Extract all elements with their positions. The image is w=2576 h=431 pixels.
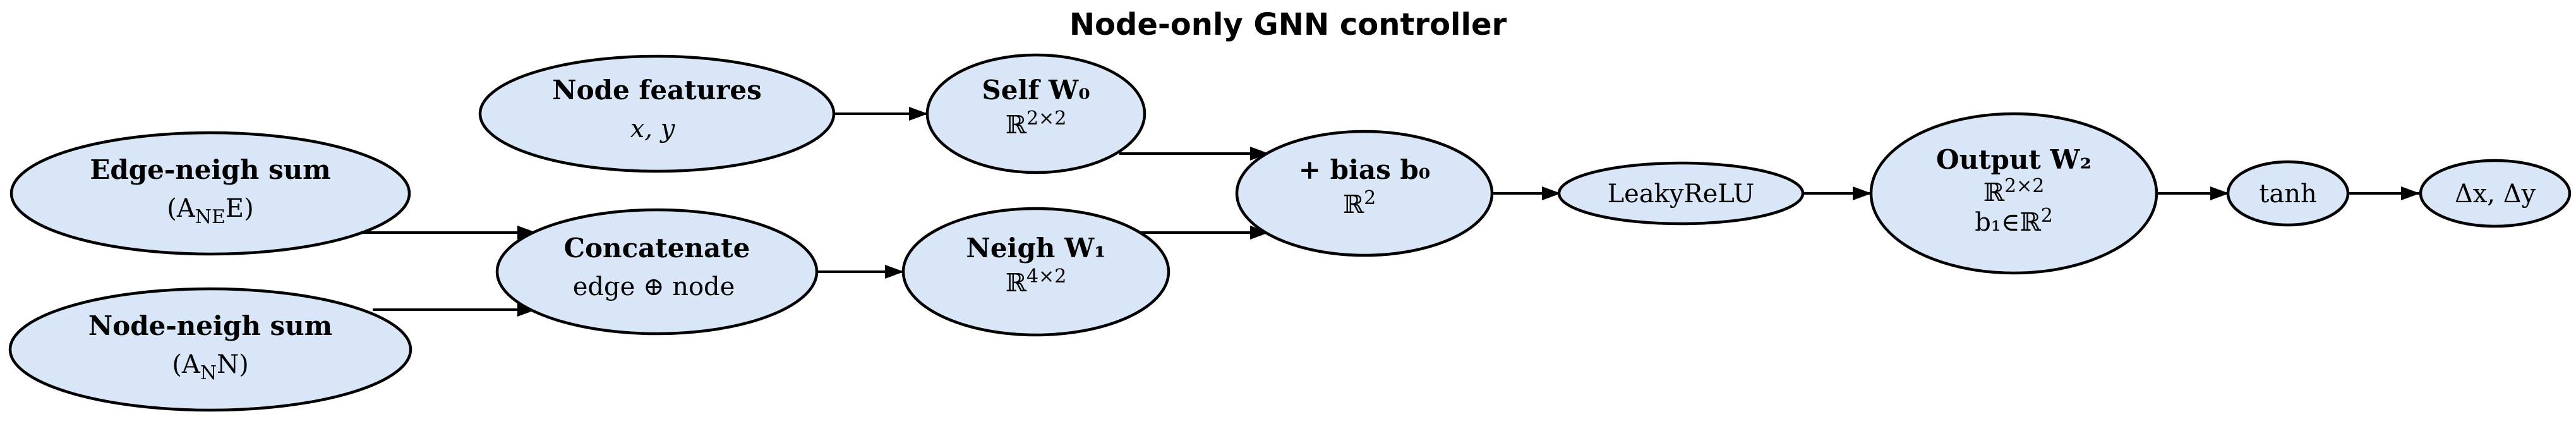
delta-label: Δx, Δy [2455,179,2536,209]
leakyrelu-label: LeakyReLU [1608,179,1755,209]
edge-neigh-sum-label: Edge-neigh sum [90,154,330,185]
node-delta-output: Δx, Δy [2419,159,2572,228]
edges [363,107,2420,317]
neigh-w1-label: Neigh W₁ [966,233,1105,264]
node-neigh-sum-label: Node-neigh sum [88,310,332,341]
output-w2-label: Output W₂ [1936,144,2091,175]
self-w0-dim: ℝ2×2 [1006,107,1067,140]
concatenate-label: Concatenate [564,233,750,264]
node-features-vars: x, y [630,114,676,143]
node-neigh-w1: Neigh W₁ ℝ4×2 [901,207,1171,337]
bias-b0-label: + bias b₀ [1299,154,1430,185]
bias-b0-dim: ℝ2 [1343,187,1376,219]
output-w2-dim: ℝ2×2 [1983,175,2045,207]
node-neigh-sum-formula: (ANN) [172,350,248,384]
node-output-w2: Output W₂ ℝ2×2 b₁∈ℝ2 [1869,112,2158,275]
node-node-neigh-sum: Node-neigh sum (ANN) [8,287,412,412]
node-leakyrelu: LeakyReLU [1557,161,1805,226]
node-self-w0: Self W₀ ℝ2×2 [925,53,1147,174]
node-node-features: Node features x, y [478,54,836,173]
node-concatenate: Concatenate edge ⊕ node [495,208,819,336]
concatenate-desc: edge ⊕ node [573,272,735,301]
self-w0-label: Self W₀ [982,75,1090,106]
node-features-label: Node features [552,75,762,106]
tanh-label: tanh [2259,179,2316,209]
diagram-title: Node-only GNN controller [1069,7,1507,42]
node-tanh: tanh [2226,160,2350,227]
node-bias-b0: + bias b₀ ℝ2 [1235,130,1494,257]
edge-neigh-sum-formula: (ANEE) [167,194,253,228]
output-w2-bias: b₁∈ℝ2 [1975,205,2053,237]
node-edge-neigh-sum: Edge-neigh sum (ANEE) [9,131,411,256]
neigh-w1-dim: ℝ4×2 [1006,265,1067,298]
